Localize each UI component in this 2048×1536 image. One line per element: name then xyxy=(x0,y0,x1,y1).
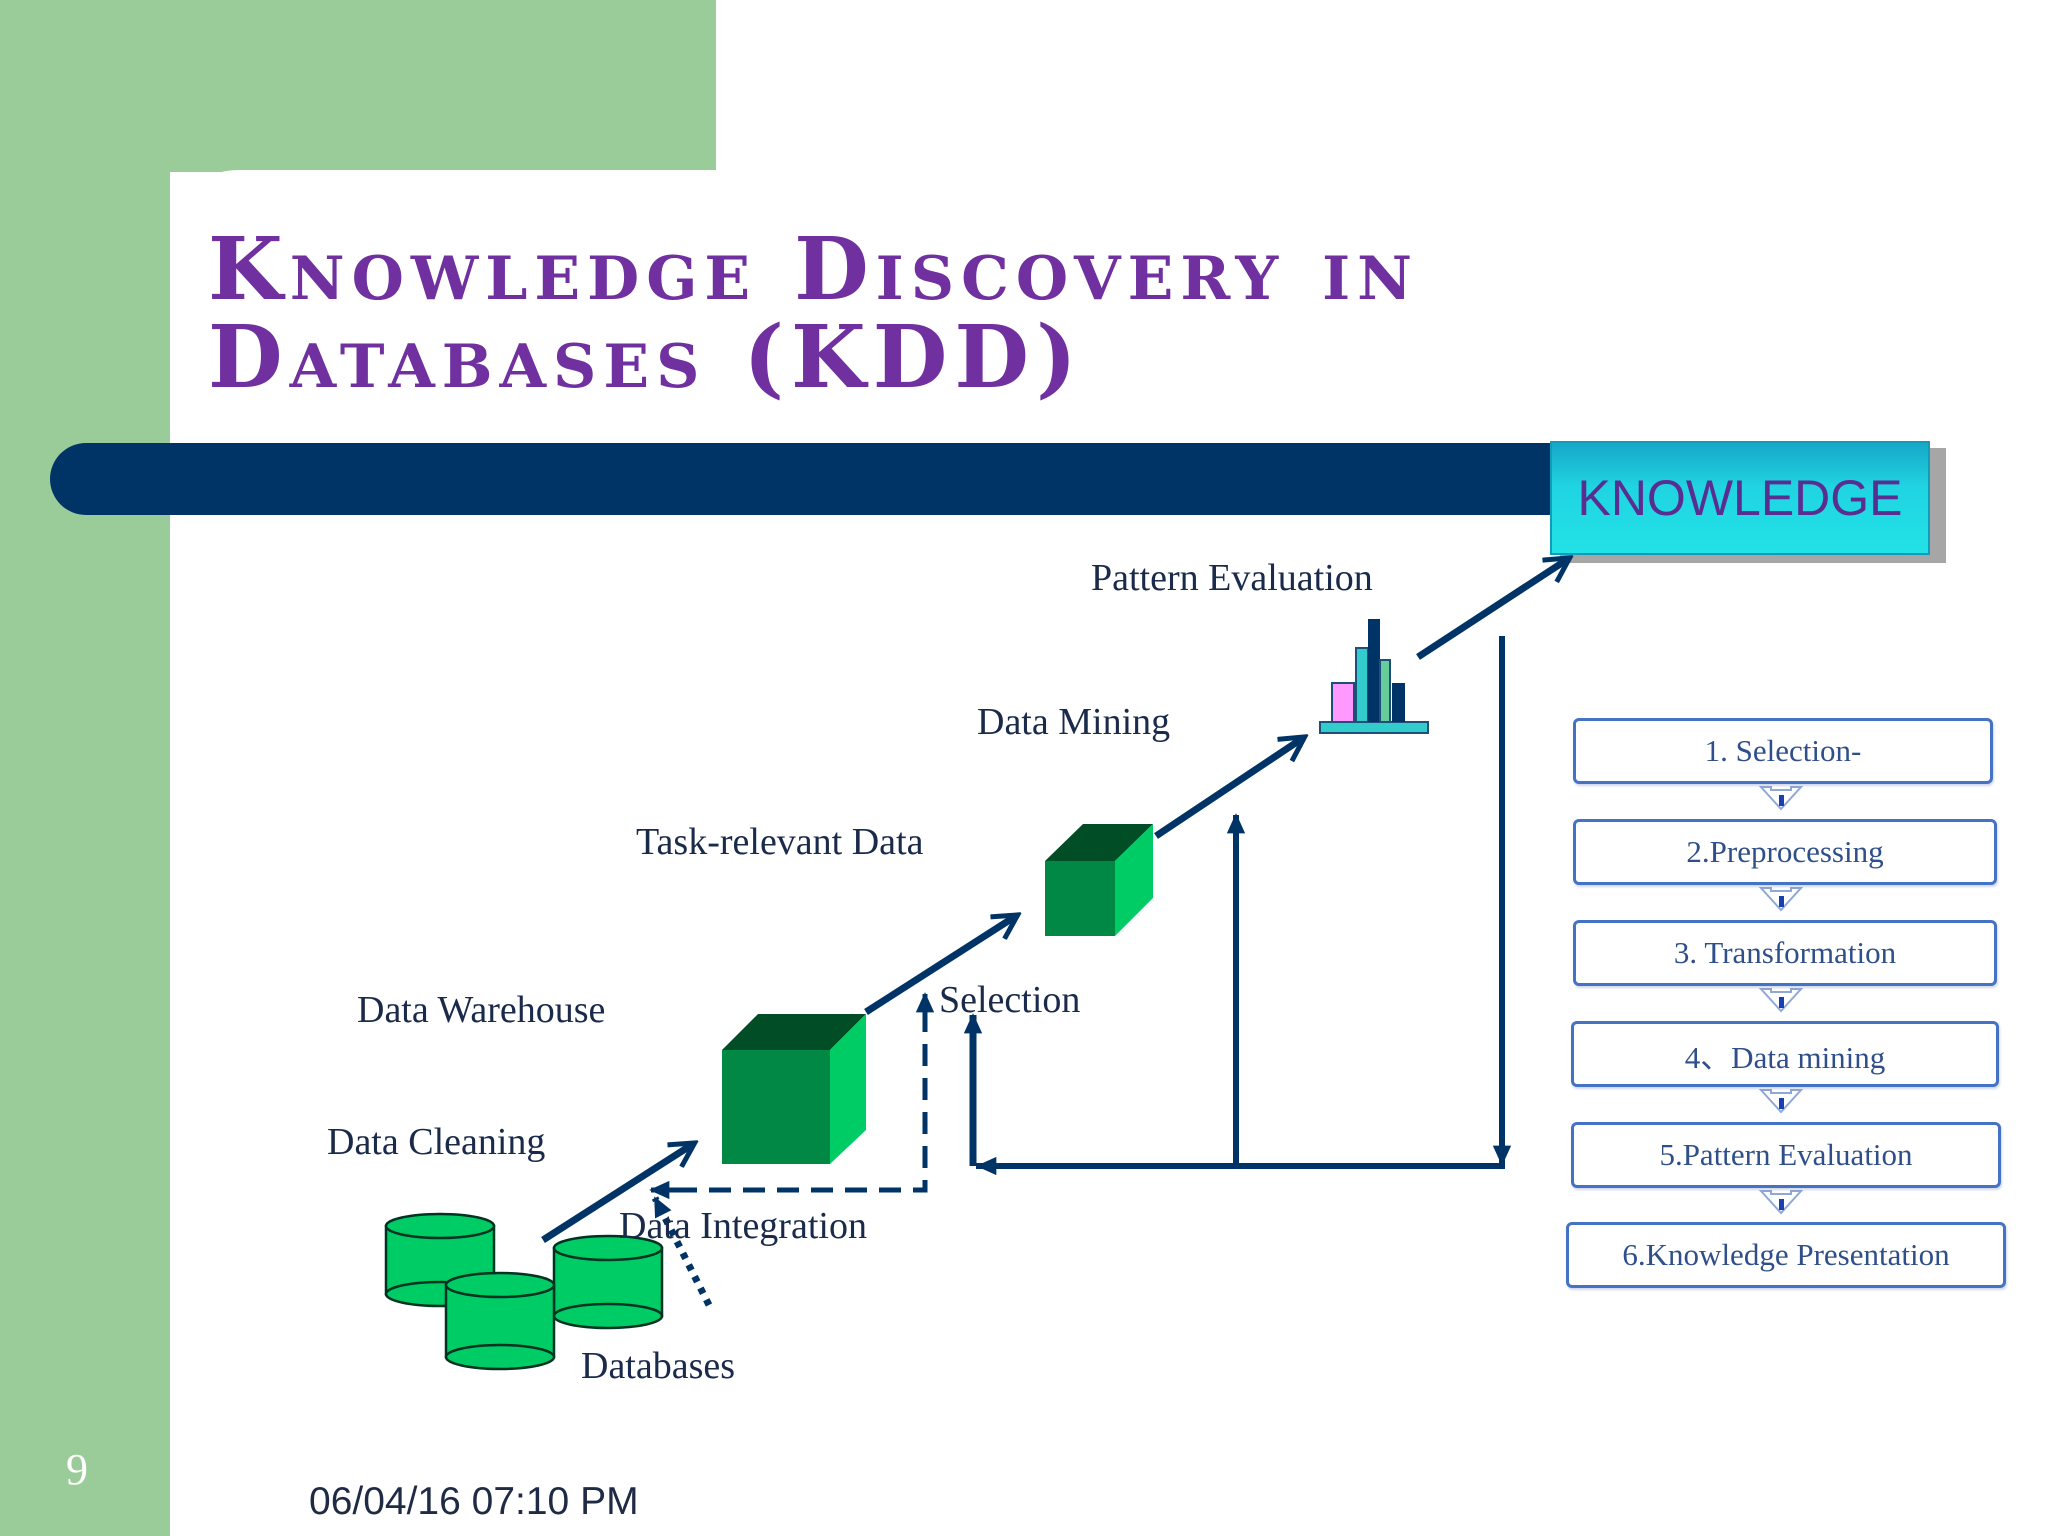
slide-title: Knowledge Discovery in Databases (KDD) xyxy=(208,219,1420,408)
step-box-selection: 1. Selection- xyxy=(1573,718,1993,784)
task-relevant-data-cube xyxy=(1045,824,1153,936)
slide-number: 9 xyxy=(66,1445,88,1494)
step-box-data-mining: 4、Data mining xyxy=(1571,1021,1999,1087)
databases-icon xyxy=(384,1212,664,1371)
slide-date: 06/04/16 07:10 PM xyxy=(309,1480,639,1523)
step-box-pattern-evaluation: 5.Pattern Evaluation xyxy=(1571,1122,2001,1188)
step-box-knowledge-presentation: 6.Knowledge Presentation xyxy=(1566,1222,2006,1288)
database-cylinder xyxy=(444,1271,556,1371)
label-data-mining: Data Mining xyxy=(977,701,1171,743)
data-warehouse-cube xyxy=(722,1014,866,1164)
arrow-databases-to-warehouse xyxy=(541,1144,693,1243)
dashed-line xyxy=(673,1010,928,1193)
step-box-transformation: 3. Transformation xyxy=(1573,920,1997,986)
arrow-task-data-to-mining xyxy=(1154,738,1303,839)
step-label: 6.Knowledge Presentation xyxy=(1622,1237,1950,1272)
step-label: 2.Preprocessing xyxy=(1686,834,1884,869)
label-data-warehouse: Data Warehouse xyxy=(357,989,606,1031)
label-data-cleaning: Data Cleaning xyxy=(327,1121,546,1163)
pattern-bar-chart-icon xyxy=(1319,619,1429,734)
feedback-line xyxy=(976,636,1505,1169)
arrow-warehouse-to-task-data xyxy=(864,916,1016,1015)
label-databases: Databases xyxy=(581,1345,736,1387)
label-selection: Selection xyxy=(939,979,1081,1021)
step-label: 4、Data mining xyxy=(1684,1039,1886,1075)
label-task-relevant-data: Task-relevant Data xyxy=(636,821,924,863)
step-label: 3. Transformation xyxy=(1673,935,1897,970)
step-label: 5.Pattern Evaluation xyxy=(1659,1137,1913,1172)
label-pattern-evaluation: Pattern Evaluation xyxy=(1091,557,1373,599)
knowledge-label: KNOWLEDGE xyxy=(1577,470,1903,526)
step-label: 1. Selection- xyxy=(1704,733,1862,768)
knowledge-box: KNOWLEDGE xyxy=(1550,441,1930,555)
step-box-preprocessing: 2.Preprocessing xyxy=(1573,819,1997,885)
step-connectors xyxy=(1758,786,1804,1215)
process-arrows xyxy=(541,559,1568,1243)
left-green-band xyxy=(0,0,170,1536)
feedback-loop xyxy=(963,636,1512,1176)
title-underline-bar xyxy=(50,443,1560,515)
arrow-mining-to-knowledge xyxy=(1416,559,1568,660)
top-green-band xyxy=(0,0,716,172)
database-cylinder xyxy=(552,1234,664,1330)
label-data-integration: Data Integration xyxy=(619,1205,867,1247)
integration-dashed-path xyxy=(649,992,935,1307)
